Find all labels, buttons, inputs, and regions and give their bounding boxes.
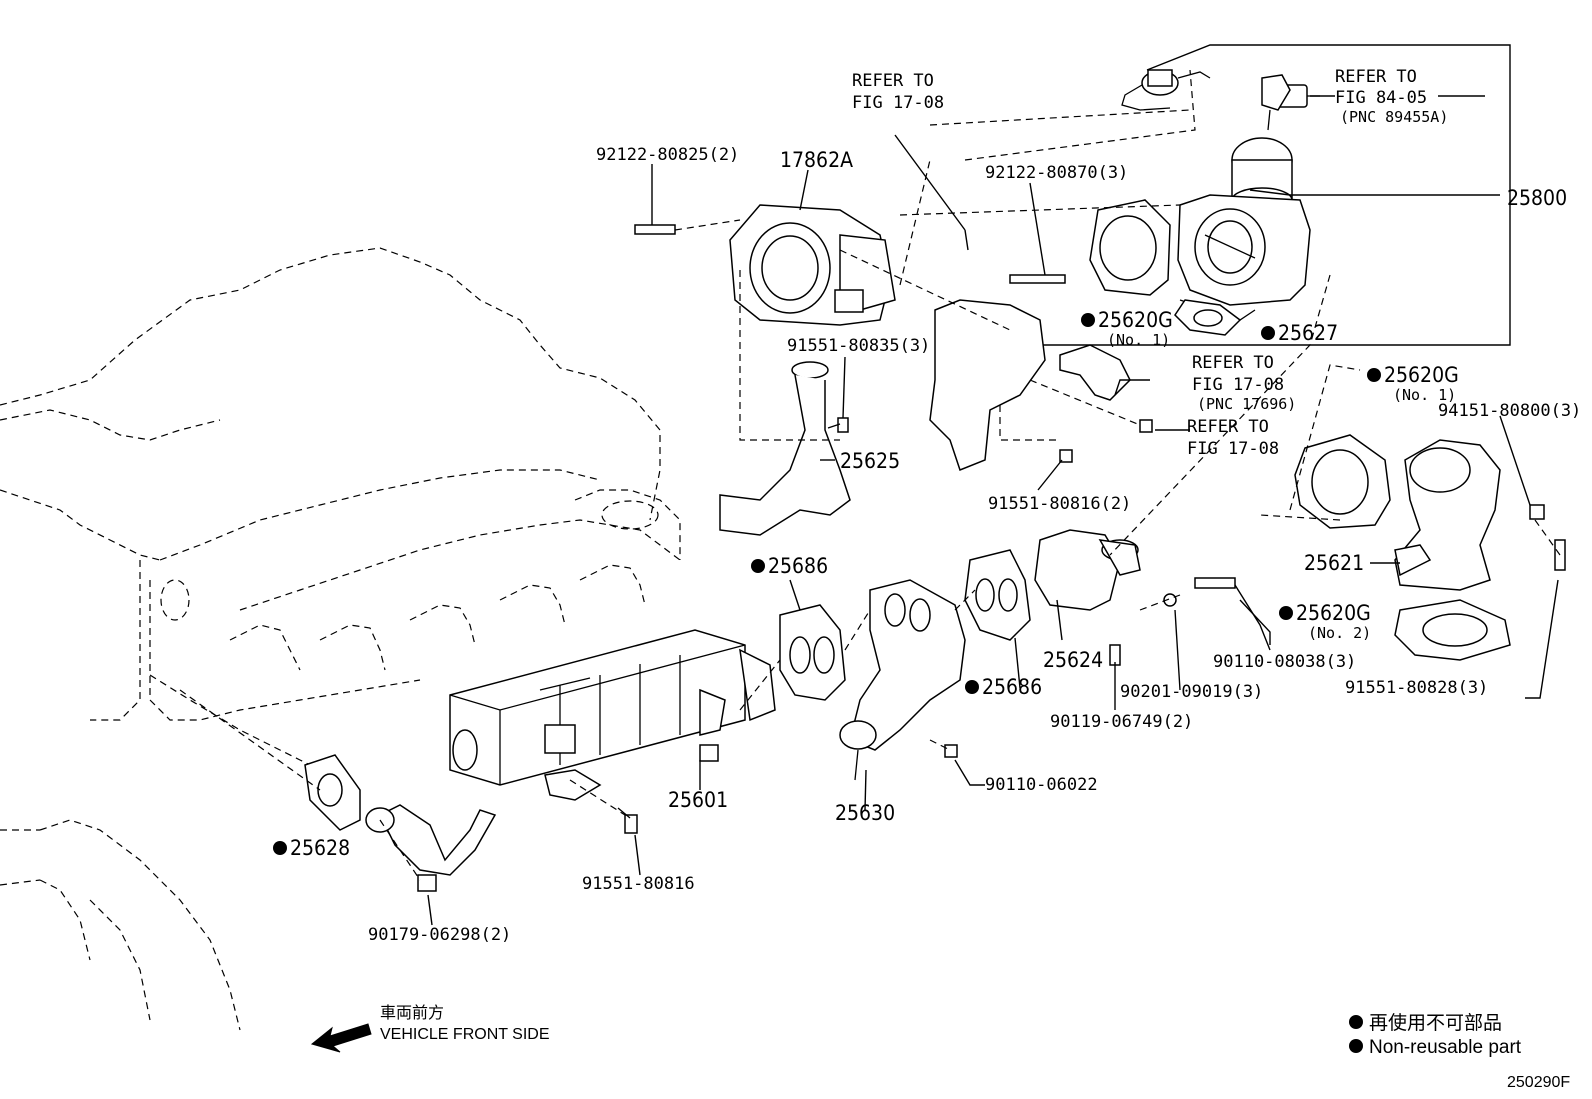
non-reusable-bullet xyxy=(1081,313,1095,327)
part-label-25628: 25628 xyxy=(290,836,350,860)
refer-to-note-4-line2: FIG 17-08 xyxy=(1187,439,1279,459)
egr-valve-drawing xyxy=(1177,137,1311,321)
front-label-jp: 車両前方 xyxy=(380,1004,444,1022)
non-reusable-bullet xyxy=(1279,606,1293,620)
part-label-91551-80816: 91551-80816 xyxy=(582,874,695,894)
non-reusable-bullet xyxy=(965,680,979,694)
part-label-25620g-top: 25620G xyxy=(1098,308,1173,332)
part-label-25625: 25625 xyxy=(840,449,900,473)
part-label-94151-80800: 94151-80800(3) xyxy=(1438,401,1581,421)
refer-to-note-2-line3: (PNC 89455A) xyxy=(1340,108,1448,126)
part-label-17862a: 17862A xyxy=(780,148,853,172)
part-label-90119-06749: 90119-06749(2) xyxy=(1050,712,1193,732)
leader-lines xyxy=(427,95,1559,926)
part-label-25620g-top-sub: (No. 1) xyxy=(1107,331,1170,349)
refer-to-note-3-line1: REFER TO xyxy=(1192,353,1274,373)
refer-to-note-2-line2: FIG 84-05 xyxy=(1335,88,1427,108)
flange-25624-drawing xyxy=(1034,529,1141,611)
non-reusable-bullet xyxy=(1261,326,1275,340)
egr-position-sensor-drawing xyxy=(1261,74,1320,131)
gasket-25627-drawing xyxy=(1174,299,1242,336)
intake-connector-drawing xyxy=(929,299,1131,471)
part-label-25620g-right: 25620G xyxy=(1384,363,1459,387)
bolt-91551-80835-drawing xyxy=(827,417,849,433)
bypass-valve-25630-drawing xyxy=(839,579,966,781)
part-label-90179-06298: 90179-06298(2) xyxy=(368,925,511,945)
gasket-25686-left-drawing xyxy=(779,604,846,701)
gasket-25620g-no2-drawing xyxy=(1394,599,1511,661)
assembly-dashed-lines xyxy=(179,69,1561,881)
throttle-body-17862a-drawing xyxy=(729,204,896,326)
part-label-25624: 25624 xyxy=(1043,648,1103,672)
gasket-25686-right-drawing xyxy=(964,549,1031,641)
gasket-25620g-top-drawing xyxy=(1089,199,1171,296)
part-label-25686-right: 25686 xyxy=(982,675,1042,699)
engine-block-outline xyxy=(0,247,681,1031)
front-label-en: VEHICLE FRONT SIDE xyxy=(380,1026,550,1043)
reference-notes: REFER TO FIG 17-08 REFER TO FIG 84-05 (P… xyxy=(852,67,1448,459)
part-label-25620g-no2: 25620G xyxy=(1296,601,1371,625)
egr-pipe-drawing xyxy=(365,804,497,892)
pipe-25621-drawing xyxy=(1394,439,1501,591)
part-label-92122-80825: 92122-80825(2) xyxy=(596,145,739,165)
non-reusable-bullet xyxy=(1367,368,1381,382)
figure-id: 250290F xyxy=(1507,1074,1570,1091)
part-label-25620g-no2-sub: (No. 2) xyxy=(1308,624,1371,642)
refer-to-note-3-line3: (PNC 17696) xyxy=(1197,395,1296,413)
part-label-25621: 25621 xyxy=(1304,551,1364,575)
vehicle-front-indicator: 車両前方 VEHICLE FRONT SIDE xyxy=(310,1004,550,1053)
refer-to-note-2-line1: REFER TO xyxy=(1335,67,1417,87)
egr-cooler-25601-drawing xyxy=(449,629,776,801)
part-label-25630: 25630 xyxy=(835,801,895,825)
part-label-25800: 25800 xyxy=(1507,186,1567,210)
bracket-25625-drawing xyxy=(719,361,851,536)
front-arrow-icon xyxy=(310,1023,372,1053)
part-label-92122-80870: 92122-80870(3) xyxy=(985,163,1128,183)
legend-bullet-icon xyxy=(1349,1015,1363,1029)
legend: 再使用不可部品 Non-reusable part xyxy=(1349,1012,1522,1058)
vacuum-valve-drawing xyxy=(1121,69,1211,111)
part-label-25601: 25601 xyxy=(668,788,728,812)
gasket-25628-drawing xyxy=(304,754,361,831)
legend-label-en: Non-reusable part xyxy=(1369,1037,1522,1058)
gasket-25620g-right-drawing xyxy=(1294,434,1391,529)
bolt-91551-80816-drawing xyxy=(617,807,638,834)
legend-bullet-icon xyxy=(1349,1039,1363,1053)
part-label-25627: 25627 xyxy=(1278,321,1338,345)
part-label-25686-left: 25686 xyxy=(768,554,828,578)
refer-to-note-3-line2: FIG 17-08 xyxy=(1192,375,1284,395)
stud-92122-80825-drawing xyxy=(634,224,676,235)
part-label-90201-09019: 90201-09019(3) xyxy=(1120,682,1263,702)
refer-to-note-1-line2: FIG 17-08 xyxy=(852,93,944,113)
refer-to-note-1-line1: REFER TO xyxy=(852,71,934,91)
part-label-91551-80828: 91551-80828(3) xyxy=(1345,678,1488,698)
part-label-25620g-right-sub: (No. 1) xyxy=(1393,386,1456,404)
part-label-90110-06022: 90110-06022 xyxy=(985,775,1098,795)
part-label-91551-80835: 91551-80835(3) xyxy=(787,336,930,356)
bolts-right-drawing xyxy=(1059,419,1566,666)
stud-92122-80870-drawing xyxy=(1009,274,1066,284)
part-labels: 92122-80825(2) 17862A 91551-80835(3) 256… xyxy=(273,145,1581,945)
non-reusable-bullet xyxy=(273,841,287,855)
legend-label-jp: 再使用不可部品 xyxy=(1369,1012,1502,1034)
part-label-90110-08038: 90110-08038(3) xyxy=(1213,652,1356,672)
refer-to-note-4-line1: REFER TO xyxy=(1187,417,1269,437)
non-reusable-bullet xyxy=(751,559,765,573)
part-label-91551-80816-2: 91551-80816(2) xyxy=(988,494,1131,514)
